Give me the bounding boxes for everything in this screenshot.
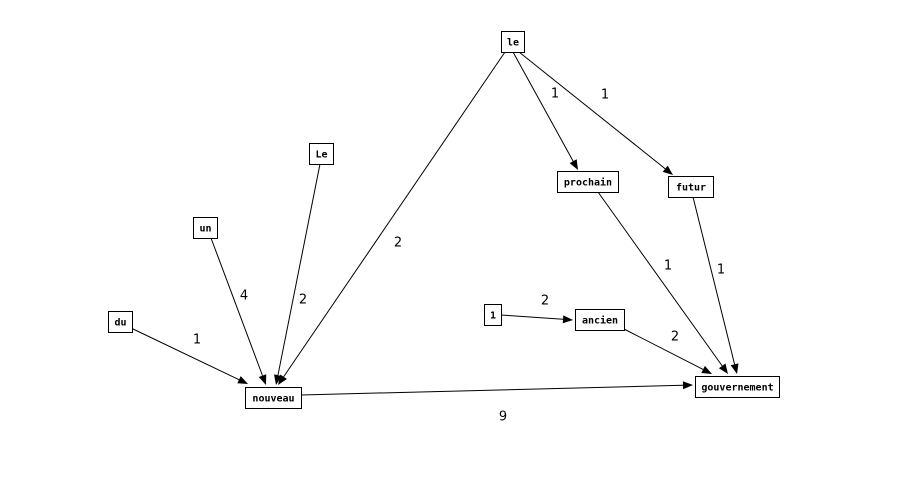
edge-weight-label: 2 <box>299 293 307 308</box>
node-box[interactable] <box>501 31 525 53</box>
node-du[interactable]: du <box>108 311 133 333</box>
node-one[interactable]: 1 <box>484 304 502 326</box>
arrowhead-icon <box>682 381 693 390</box>
node-le[interactable]: le <box>501 31 525 53</box>
edge-weight-label: 2 <box>671 330 679 345</box>
edge-line <box>130 327 240 381</box>
edge-weight-label: 4 <box>240 289 248 304</box>
node-box[interactable] <box>309 143 334 165</box>
edge-weight-label: 9 <box>499 410 507 425</box>
arrowhead-icon <box>730 363 739 374</box>
node-label: gouvernement <box>701 383 773 394</box>
arrowhead-icon <box>258 374 267 385</box>
arrowhead-icon <box>662 165 673 175</box>
edge-line <box>692 196 736 365</box>
node-label: futur <box>676 183 706 194</box>
edge-line <box>623 328 704 370</box>
node-box[interactable] <box>668 176 714 198</box>
node-gouvernement[interactable]: gouvernement <box>695 376 780 398</box>
node-futur[interactable]: futur <box>668 176 714 198</box>
edge-Le-nouveau: 2 <box>274 163 321 385</box>
edge-line <box>283 51 506 378</box>
edge-weight-label: 1 <box>664 259 672 274</box>
edge-weight-label: 1 <box>193 333 201 348</box>
node-box[interactable] <box>108 311 133 333</box>
edge-weight-label: 2 <box>541 294 549 309</box>
edge-weight-label: 1 <box>717 263 725 278</box>
edge-le-futur: 1 <box>518 51 673 175</box>
arrowhead-icon <box>569 159 578 170</box>
node-un[interactable]: un <box>193 217 218 239</box>
node-label: le <box>507 38 519 49</box>
node-box[interactable] <box>575 309 625 331</box>
node-label: 1 <box>490 311 496 322</box>
node-box[interactable] <box>484 304 502 326</box>
arrowhead-icon <box>237 376 248 384</box>
edge-line <box>277 163 321 376</box>
node-label: un <box>199 224 211 235</box>
node-box[interactable] <box>695 376 780 398</box>
edge-le-nouveau: 2 <box>278 51 506 385</box>
edge-du-nouveau: 1 <box>130 327 248 384</box>
node-Le[interactable]: Le <box>309 143 334 165</box>
edge-un-nouveau: 4 <box>210 237 267 385</box>
edge-line <box>500 314 564 320</box>
edge-weight-label: 1 <box>601 88 609 103</box>
edge-line <box>518 51 666 170</box>
edge-weight-label: 2 <box>394 236 402 251</box>
edge-futur-gouvernement: 1 <box>692 196 739 374</box>
edge-line <box>210 237 263 376</box>
node-label: nouveau <box>252 394 294 405</box>
edge-ancien-gouvernement: 2 <box>623 328 712 374</box>
arrowhead-icon <box>701 365 712 374</box>
edges-layer: 2 1 1 2 4 1 9 1 1 2 2 <box>130 51 739 425</box>
edge-line <box>512 51 574 162</box>
edge-nouveau-gouvernement: 9 <box>300 381 693 425</box>
arrowhead-icon <box>562 315 573 324</box>
edge-line <box>300 384 684 396</box>
node-prochain[interactable]: prochain <box>557 171 619 193</box>
edge-line <box>597 191 723 367</box>
node-box[interactable] <box>245 387 302 409</box>
edge-one-ancien: 2 <box>500 294 573 324</box>
node-ancien[interactable]: ancien <box>575 309 625 331</box>
node-label: prochain <box>564 177 612 189</box>
node-box[interactable] <box>193 217 218 239</box>
edge-weight-label: 1 <box>551 87 559 102</box>
node-label: Le <box>315 150 327 161</box>
node-label: ancien <box>582 315 618 327</box>
edge-le-prochain: 1 <box>512 51 578 170</box>
node-label: du <box>114 318 126 329</box>
node-nouveau[interactable]: nouveau <box>245 387 302 409</box>
node-box[interactable] <box>557 171 619 193</box>
arrowhead-icon <box>274 374 282 385</box>
arrowhead-icon <box>718 363 728 374</box>
edge-prochain-gouvernement: 1 <box>597 191 728 374</box>
